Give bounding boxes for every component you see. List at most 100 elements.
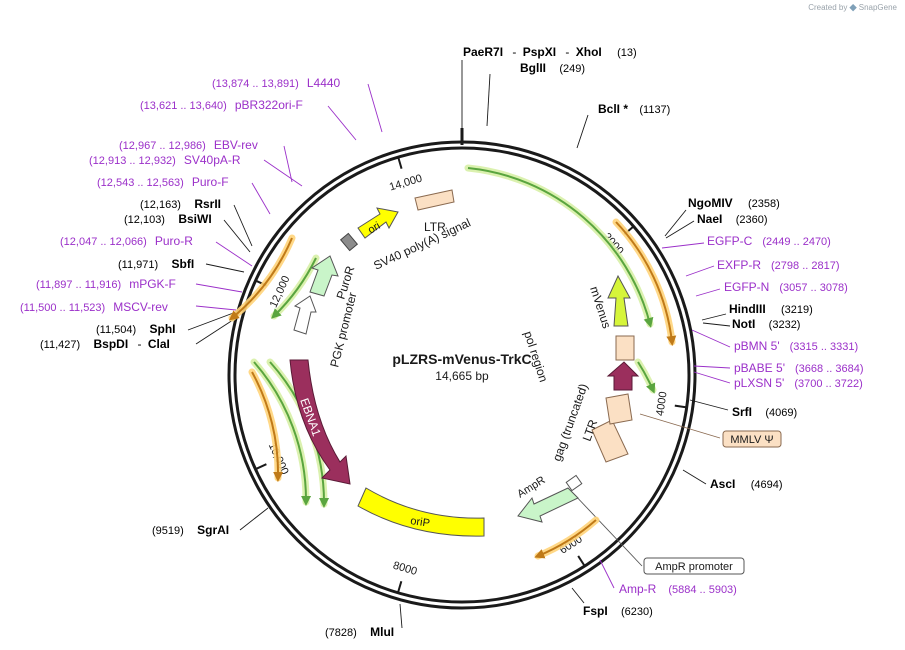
primer-arc bbox=[534, 519, 597, 559]
enzyme-rsrii[interactable]: (12,163) RsrII bbox=[140, 197, 221, 211]
snapgene-watermark: Created by ◆ SnapGene bbox=[808, 2, 897, 13]
enzyme-fspi[interactable]: FspI (6230) bbox=[583, 604, 653, 618]
enzyme-noti[interactable]: NotI (3232) bbox=[732, 317, 800, 331]
enzyme-sgrai[interactable]: (9519) SgrAI bbox=[152, 523, 229, 537]
primer-ebv-rev[interactable]: (12,967 .. 12,986)EBV-rev bbox=[119, 138, 258, 152]
tick-label: 14,000 bbox=[388, 173, 424, 194]
enzyme-position: (12,163) bbox=[140, 199, 181, 211]
primer-pbr322ori-f[interactable]: (13,621 .. 13,640)pBR322ori-F bbox=[140, 98, 303, 112]
enzyme-name: SrfI bbox=[732, 405, 752, 419]
svg-text:BglII (249): BglII (249) bbox=[520, 61, 585, 75]
feature-sv40-polya[interactable]: SV40 poly(A) signal bbox=[339, 215, 473, 273]
primer-l4440[interactable]: (13,874 .. 13,891)L4440 bbox=[212, 76, 341, 90]
primer-name: EGFP-N bbox=[724, 280, 769, 294]
enzyme-srfi[interactable]: SrfI (4069) bbox=[732, 405, 797, 419]
svg-text:pBABE 5'(3668 .. 3684): pBABE 5'(3668 .. 3684) bbox=[734, 361, 864, 375]
svg-text:Amp-R(5884 .. 5903): Amp-R(5884 .. 5903) bbox=[619, 582, 737, 596]
plasmid-name: pLZRS-mVenus-TrkC bbox=[392, 351, 531, 367]
leader-line bbox=[263, 159, 303, 187]
leader-line bbox=[695, 288, 721, 297]
snapgene-logo-icon: ◆ bbox=[849, 2, 857, 12]
orip-shape bbox=[357, 487, 485, 537]
svg-text:(12,047 .. 12,066)Puro-R: (12,047 .. 12,066)Puro-R bbox=[60, 234, 193, 248]
enzyme-ngomiv[interactable]: NgoMIV (2358) bbox=[688, 196, 780, 210]
leader-line bbox=[665, 220, 695, 239]
enzyme-paer7i-pspxi-xhoi[interactable]: PaeR7I - PspXI - XhoI (13) bbox=[463, 45, 637, 59]
leader-line bbox=[571, 491, 643, 567]
primer-arc bbox=[228, 237, 293, 321]
primer-mscv-rev[interactable]: (11,500 .. 11,523)MSCV-rev bbox=[20, 300, 168, 314]
primer-egfp-n[interactable]: EGFP-N(3057 .. 3078) bbox=[724, 280, 848, 294]
primer-mpgk-f[interactable]: (11,897 .. 11,916)mPGK-F bbox=[36, 277, 176, 291]
svg-text:HindIII (3219): HindIII (3219) bbox=[729, 302, 813, 316]
primer-exfp-r[interactable]: EXFP-R(2798 .. 2817) bbox=[717, 258, 840, 272]
svg-text:(12,103) BsiWI: (12,103) BsiWI bbox=[124, 212, 212, 226]
enzyme-name: SbfI bbox=[172, 257, 195, 271]
primer-amp-r[interactable]: Amp-R(5884 .. 5903) bbox=[619, 582, 737, 596]
gag-shape bbox=[605, 393, 633, 425]
leader-line bbox=[283, 145, 293, 183]
feature-ltr-top[interactable]: LTR bbox=[414, 189, 455, 234]
enzyme-position: (11,427) bbox=[40, 339, 80, 351]
leader-line bbox=[664, 209, 687, 237]
primer-range: (12,047 .. 12,066) bbox=[60, 236, 147, 248]
enzyme-separator: - bbox=[138, 337, 142, 351]
svg-text:(13,621 .. 13,640)pBR322ori-F: (13,621 .. 13,640)pBR322ori-F bbox=[140, 98, 303, 112]
enzyme-position: (6230) bbox=[621, 606, 653, 618]
primer-puro-f[interactable]: (12,543 .. 12,563)Puro-F bbox=[97, 175, 229, 189]
enzyme-bglii[interactable]: BglII (249) bbox=[520, 61, 585, 75]
tick-label: 4000 bbox=[654, 391, 669, 417]
svg-text:(12,967 .. 12,986)EBV-rev: (12,967 .. 12,986)EBV-rev bbox=[119, 138, 258, 152]
enzyme-mlui[interactable]: (7828) MluI bbox=[325, 625, 394, 639]
tick-mark bbox=[255, 463, 267, 471]
leader-line bbox=[399, 603, 403, 629]
primer-plxsn-5[interactable]: pLXSN 5'(3700 .. 3722) bbox=[734, 376, 863, 390]
primer-pbabe-5[interactable]: pBABE 5'(3668 .. 3684) bbox=[734, 361, 864, 375]
primer-egfp-c[interactable]: EGFP-C(2449 .. 2470) bbox=[707, 234, 831, 248]
leader-line bbox=[239, 507, 269, 531]
enzyme-asci[interactable]: AscI (4694) bbox=[710, 477, 783, 491]
ampr-promoter-box[interactable]: AmpR promoter bbox=[643, 557, 745, 575]
enzyme-bsiwi[interactable]: (12,103) BsiWI bbox=[124, 212, 212, 226]
leader-line bbox=[233, 204, 253, 247]
enzyme-bspdi-clai[interactable]: (11,427) BspDI - ClaI bbox=[40, 337, 170, 351]
primer-arc bbox=[615, 221, 677, 346]
svg-text:BclI * (1137): BclI * (1137) bbox=[598, 102, 670, 116]
leader-line bbox=[691, 329, 731, 348]
primer-range: (5884 .. 5903) bbox=[668, 584, 737, 596]
enzyme-name: RsrII bbox=[194, 197, 221, 211]
primer-puro-r[interactable]: (12,047 .. 12,066)Puro-R bbox=[60, 234, 193, 248]
ampr-arrow-shape bbox=[517, 487, 579, 523]
enzyme-sphi[interactable]: (11,504) SphI bbox=[96, 322, 176, 336]
feature-ampr[interactable]: AmpR bbox=[515, 474, 583, 523]
enzyme-position: (7828) bbox=[325, 627, 357, 639]
primer-sv40pa-r[interactable]: (12,913 .. 12,932)SV40pA-R bbox=[89, 153, 241, 167]
enzyme-bcli[interactable]: BclI * (1137) bbox=[598, 102, 670, 116]
ori-arrow-shape bbox=[357, 207, 399, 239]
snapgene-app-text: SnapGene bbox=[858, 3, 897, 12]
tick-mark bbox=[397, 580, 403, 594]
enzyme-position: (13) bbox=[617, 47, 637, 59]
feature-ltr-right[interactable]: LTR bbox=[580, 417, 629, 463]
feature-pgk-promoter[interactable]: PGK promoter bbox=[293, 291, 359, 369]
enzyme-sbfi[interactable]: (11,971) SbfI bbox=[118, 257, 194, 271]
primer-range: (12,967 .. 12,986) bbox=[119, 140, 206, 152]
mmlv-psi-box[interactable]: MMLV Ψ bbox=[722, 430, 782, 448]
leader-line bbox=[689, 399, 729, 411]
created-by-text: Created by bbox=[808, 3, 848, 12]
primer-range: (2798 .. 2817) bbox=[771, 260, 840, 272]
leader-line bbox=[639, 413, 721, 439]
feature-ori[interactable]: ori bbox=[357, 207, 399, 239]
pgk-promoter-shape bbox=[293, 295, 317, 335]
ampr-promoter-box-bg bbox=[643, 557, 745, 575]
enzyme-name: NotI bbox=[732, 317, 755, 331]
enzyme-naei[interactable]: NaeI (2360) bbox=[697, 212, 768, 226]
svg-text:FspI (6230): FspI (6230) bbox=[583, 604, 653, 618]
svg-text:(12,543 .. 12,563)Puro-F: (12,543 .. 12,563)Puro-F bbox=[97, 175, 229, 189]
enzyme-hindiii[interactable]: HindIII (3219) bbox=[729, 302, 813, 316]
enzyme-position: (4069) bbox=[765, 407, 797, 419]
enzyme-name: MluI bbox=[370, 625, 394, 639]
feature-mvenus[interactable]: mVenus bbox=[587, 274, 631, 330]
primer-pbmn-5[interactable]: pBMN 5'(3315 .. 3331) bbox=[734, 339, 858, 353]
feature-orip[interactable]: oriP bbox=[357, 487, 485, 537]
